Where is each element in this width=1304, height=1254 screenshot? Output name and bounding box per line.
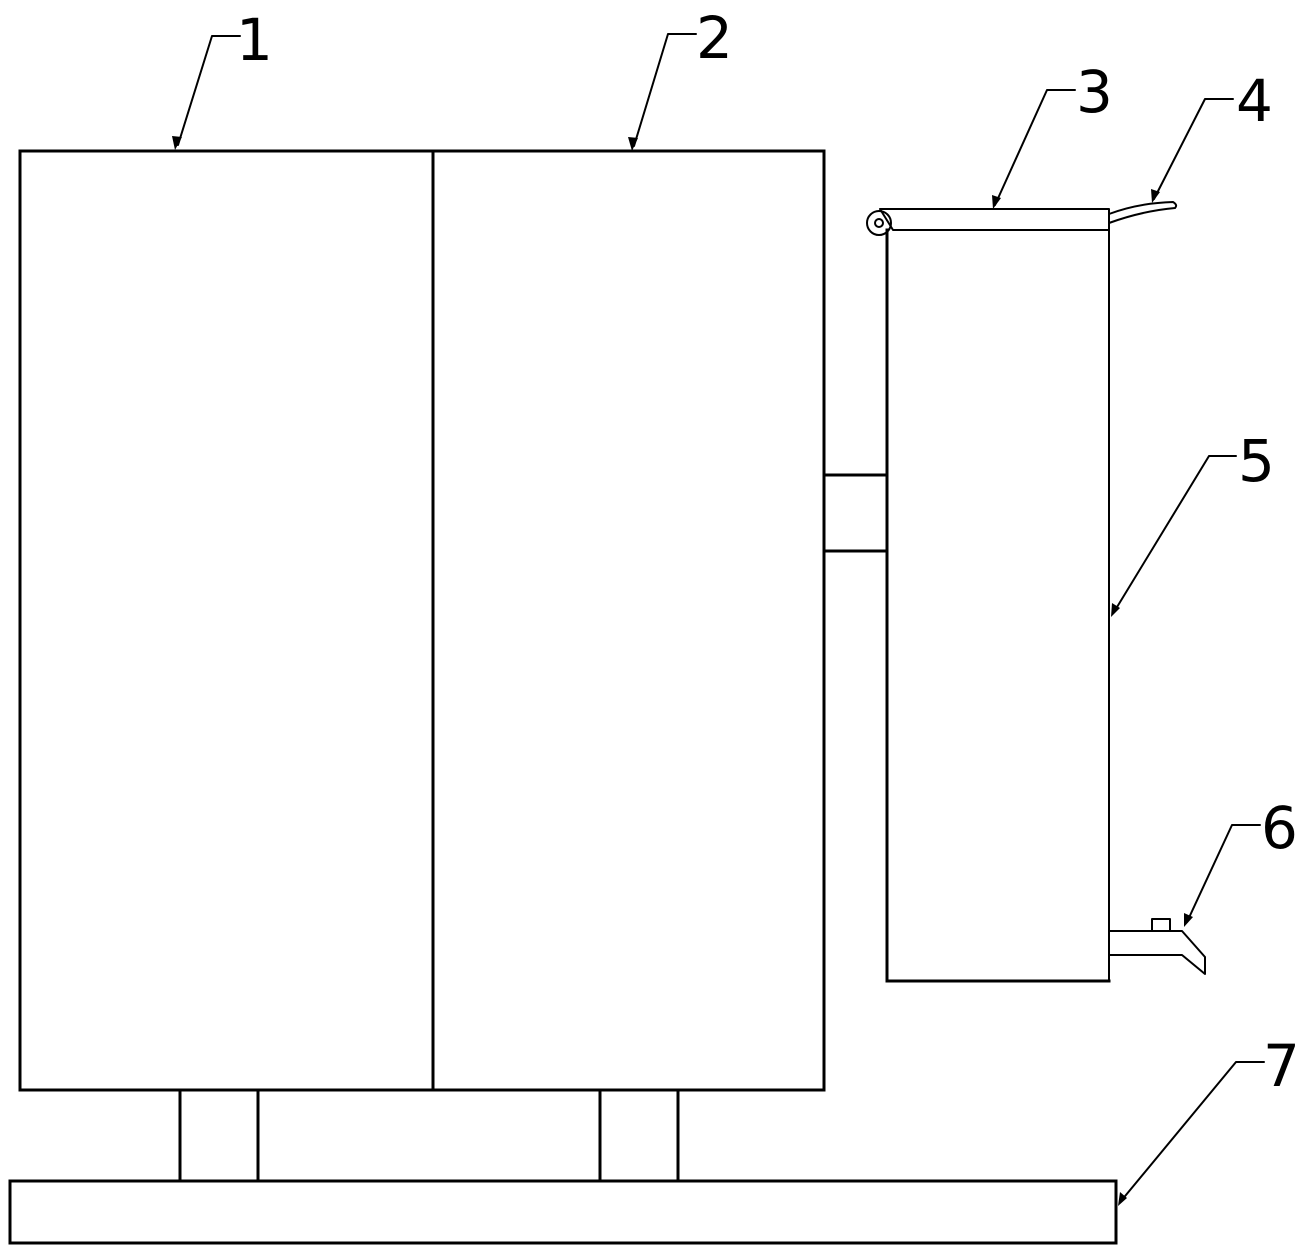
leader-arrow-1 xyxy=(172,136,182,150)
base-plate xyxy=(8,1179,1118,1245)
leader-line-5 xyxy=(1113,455,1237,613)
leader-line-3 xyxy=(994,89,1076,206)
leader-arrow-3 xyxy=(992,195,1001,209)
callout-label-4: 4 xyxy=(1236,67,1273,135)
leader-line-6 xyxy=(1186,824,1261,923)
lid-handle xyxy=(1108,201,1178,224)
leader-arrow-7 xyxy=(1118,1192,1127,1206)
tank-lid xyxy=(879,208,1110,231)
leader-arrow-6 xyxy=(1184,913,1193,927)
leader-arrow-2 xyxy=(628,137,638,151)
main-cabinet xyxy=(18,149,826,1092)
hinge-pin xyxy=(874,218,884,228)
leader-line-2 xyxy=(633,33,697,147)
callout-label-6: 6 xyxy=(1261,794,1298,862)
leader-arrow-4 xyxy=(1151,189,1160,203)
callout-label-3: 3 xyxy=(1076,58,1113,126)
callout-label-1: 1 xyxy=(236,6,273,74)
leader-arrow-5 xyxy=(1111,603,1120,617)
leader-line-4 xyxy=(1153,98,1234,200)
leader-line-1 xyxy=(177,35,241,146)
callout-label-2: 2 xyxy=(696,4,733,72)
callout-label-7: 7 xyxy=(1263,1032,1300,1100)
valve-knob xyxy=(1151,918,1171,932)
outlet-valve xyxy=(1108,930,1206,975)
leader-line-7 xyxy=(1120,1061,1265,1202)
callout-label-5: 5 xyxy=(1238,427,1275,495)
lid-hinge xyxy=(866,210,892,236)
